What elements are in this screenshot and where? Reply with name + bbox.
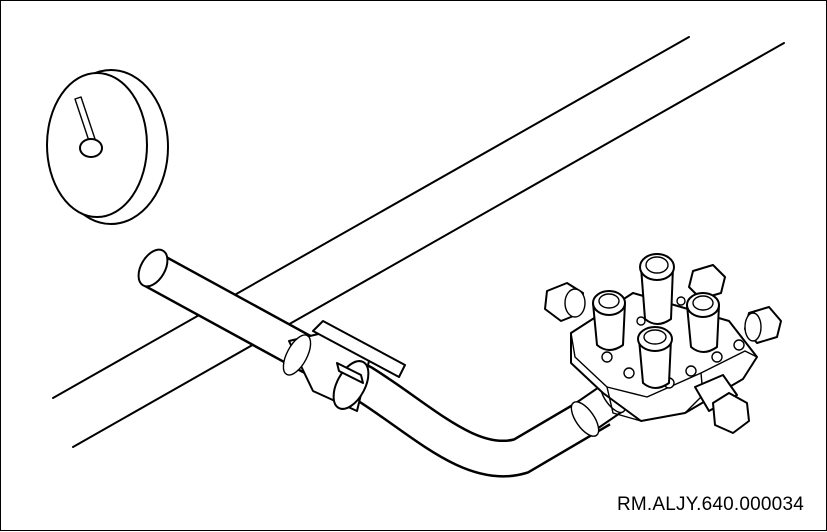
valve-cap-right <box>686 292 720 353</box>
valve-handle <box>312 320 406 378</box>
pressure-gauge-icon <box>46 69 169 225</box>
valve-cap-left <box>592 290 626 351</box>
rail-line-lower <box>72 42 785 448</box>
figure-reference-code: RM.ALJY.640.000034 <box>616 494 804 515</box>
background-rails <box>52 36 785 448</box>
valve-cap-top <box>639 253 675 325</box>
protection-valve-block-icon <box>544 253 782 434</box>
ball-valve-icon <box>282 320 406 412</box>
rail-line-upper <box>52 36 690 399</box>
valve-cap-front <box>637 326 673 389</box>
